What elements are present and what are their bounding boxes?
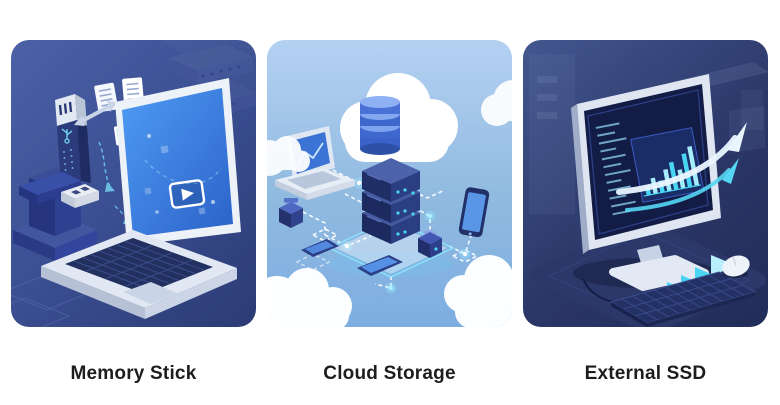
storage-cube-icon [279, 198, 303, 228]
trackpad [123, 282, 179, 304]
database-stack-icon [360, 96, 400, 155]
caption-memory-stick: Memory Stick [11, 356, 256, 392]
caption-cloud-storage: Cloud Storage [267, 356, 512, 392]
smartphone-icon [301, 239, 339, 257]
mouse-icon [722, 255, 750, 278]
caption-external-ssd: External SSD [523, 356, 768, 392]
video-play-icon [168, 179, 206, 209]
laptop-icon [41, 78, 241, 319]
lockbox-icon [418, 229, 442, 258]
panel-label: Memory Stick [70, 363, 197, 384]
usb-flash-drive-icon [55, 94, 91, 187]
panel-label: External SSD [584, 363, 707, 384]
memory-stick-illustration: ♪ [11, 44, 256, 327]
panel-label: Cloud Storage [323, 363, 456, 384]
panel-external-ssd [523, 40, 768, 327]
usb-connector-icon [19, 172, 99, 208]
panel-memory-stick: ♪ [11, 40, 256, 327]
keyboard-keys [65, 238, 213, 294]
smartphone-icon [458, 187, 490, 238]
keyboard-icon [582, 271, 757, 327]
corner-clouds [267, 80, 512, 327]
panel-cloud-storage [267, 40, 512, 327]
tablet-icon [357, 255, 403, 276]
transfer-arrows-icon [74, 101, 118, 126]
monitor-icon [571, 74, 721, 291]
speed-arrows-icon [616, 122, 747, 212]
screen-content [144, 134, 222, 215]
external-ssd-illustration [529, 54, 768, 327]
cloud-storage-illustration [267, 73, 512, 327]
